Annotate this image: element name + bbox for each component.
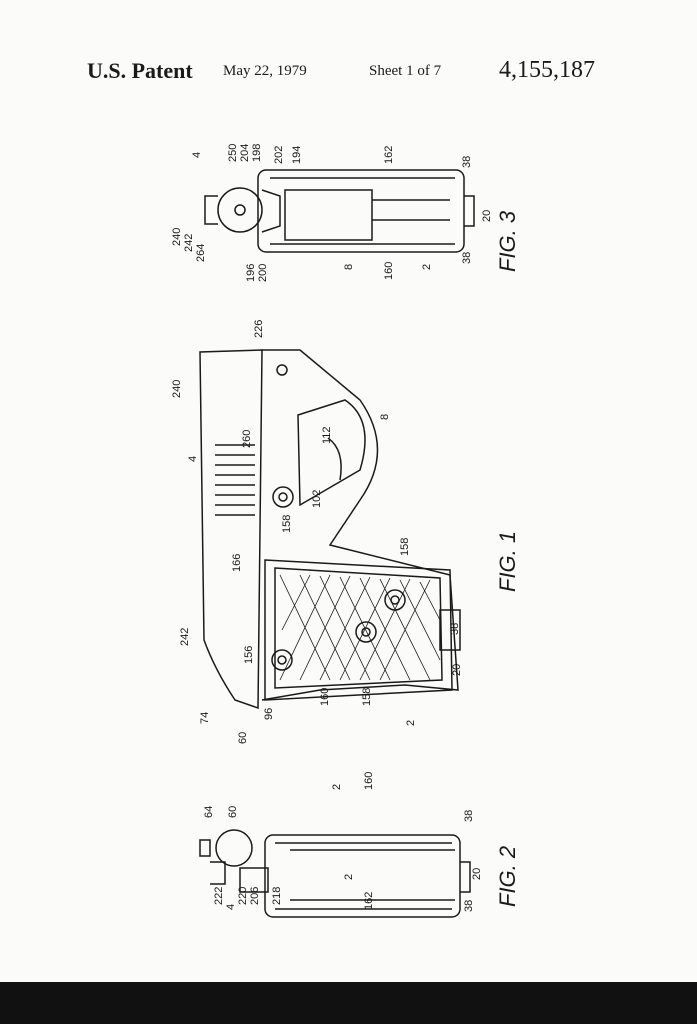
fig1-ref-8: 8 [379, 414, 391, 420]
fig1-ref-158b: 158 [399, 538, 411, 556]
fig3-ref-200: 200 [257, 264, 269, 282]
scan-border [0, 982, 697, 1024]
fig1-ref-166: 166 [231, 554, 243, 572]
fig1-grip-checkering [279, 574, 441, 681]
sheet-number: Sheet 1 of 7 [369, 63, 442, 79]
fig1-ref-160: 160 [319, 688, 331, 706]
fig2-ref-2b: 2 [343, 874, 355, 880]
fig2-drawing [199, 829, 471, 918]
fig1-ref-60: 60 [237, 732, 249, 744]
fig2-ref-162: 162 [363, 892, 375, 910]
fig2-ref-160: 160 [363, 772, 375, 790]
fig1-ref-240: 240 [171, 380, 183, 398]
fig3-ref-242: 242 [183, 234, 195, 252]
fig3-ref-196: 196 [245, 264, 257, 282]
fig1-ref-102: 102 [311, 490, 323, 508]
fig2-ref-206: 206 [249, 887, 261, 905]
fig3-ref-264: 264 [195, 244, 207, 262]
fig2-caption: FIG. 2 [495, 846, 520, 907]
fig1-ref-96: 96 [263, 708, 275, 720]
fig2-ref-20: 20 [471, 868, 483, 880]
fig1-ref-158c: 158 [361, 688, 373, 706]
fig2-ref-2a: 2 [331, 784, 343, 790]
fig2-ref-4: 4 [225, 904, 237, 910]
fig2-ref-60: 60 [227, 806, 239, 818]
fig2-labels: 64 60 2 160 2 222 4 220 206 218 162 38 2… [203, 772, 483, 912]
fig3-ref-198: 198 [251, 144, 263, 162]
fig2-ref-222: 222 [213, 887, 225, 905]
fig3-ref-4: 4 [191, 152, 203, 158]
fig1-ref-4: 4 [187, 456, 199, 462]
fig1-ref-38: 38 [449, 623, 461, 635]
fig1-ref-260: 260 [241, 430, 253, 448]
fig3-ref-250: 250 [227, 144, 239, 162]
fig2-ref-38b: 38 [463, 900, 475, 912]
fig2-ref-64: 64 [203, 806, 215, 818]
fig3-ref-240: 240 [171, 228, 183, 246]
fig3-ref-204: 204 [239, 144, 251, 162]
fig3-drawing [204, 169, 475, 253]
patent-number: 4,155,187 [499, 57, 595, 83]
fig1-ref-2: 2 [405, 720, 417, 726]
fig2-ref-220: 220 [237, 887, 249, 905]
fig3-caption: FIG. 3 [495, 210, 520, 272]
patent-date: May 22, 1979 [223, 63, 307, 79]
fig3-ref-202: 202 [273, 146, 285, 164]
fig3-ref-162: 162 [383, 146, 395, 164]
fig3-labels: 4 250 204 198 202 194 162 38 240 242 264… [171, 144, 493, 282]
fig1-ref-158a: 158 [281, 515, 293, 533]
fig3-ref-8: 8 [343, 264, 355, 270]
fig1-drawing [199, 349, 461, 710]
fig3-ref-2: 2 [421, 264, 433, 270]
fig1-caption: FIG. 1 [495, 531, 520, 592]
fig1-ref-74: 74 [199, 712, 211, 724]
patent-label: U.S. Patent [87, 58, 193, 83]
fig2-ref-218: 218 [271, 887, 283, 905]
fig2-ref-38a: 38 [463, 810, 475, 822]
fig3-ref-194: 194 [291, 146, 303, 164]
fig1-ref-226: 226 [253, 320, 265, 338]
fig1-ref-156: 156 [243, 646, 255, 664]
fig1-labels: 4 240 226 260 112 8 102 158 158 166 242 … [171, 320, 463, 744]
fig1-ref-112: 112 [321, 426, 333, 444]
patent-drawing: 4 250 204 198 202 194 162 38 240 242 264… [171, 144, 520, 918]
fig1-ref-20: 20 [451, 664, 463, 676]
fig3-ref-38a: 38 [461, 156, 473, 168]
fig3-ref-160: 160 [383, 262, 395, 280]
fig1-ref-242: 242 [179, 628, 191, 646]
fig3-ref-20: 20 [481, 210, 493, 222]
fig3-ref-38b: 38 [461, 252, 473, 264]
